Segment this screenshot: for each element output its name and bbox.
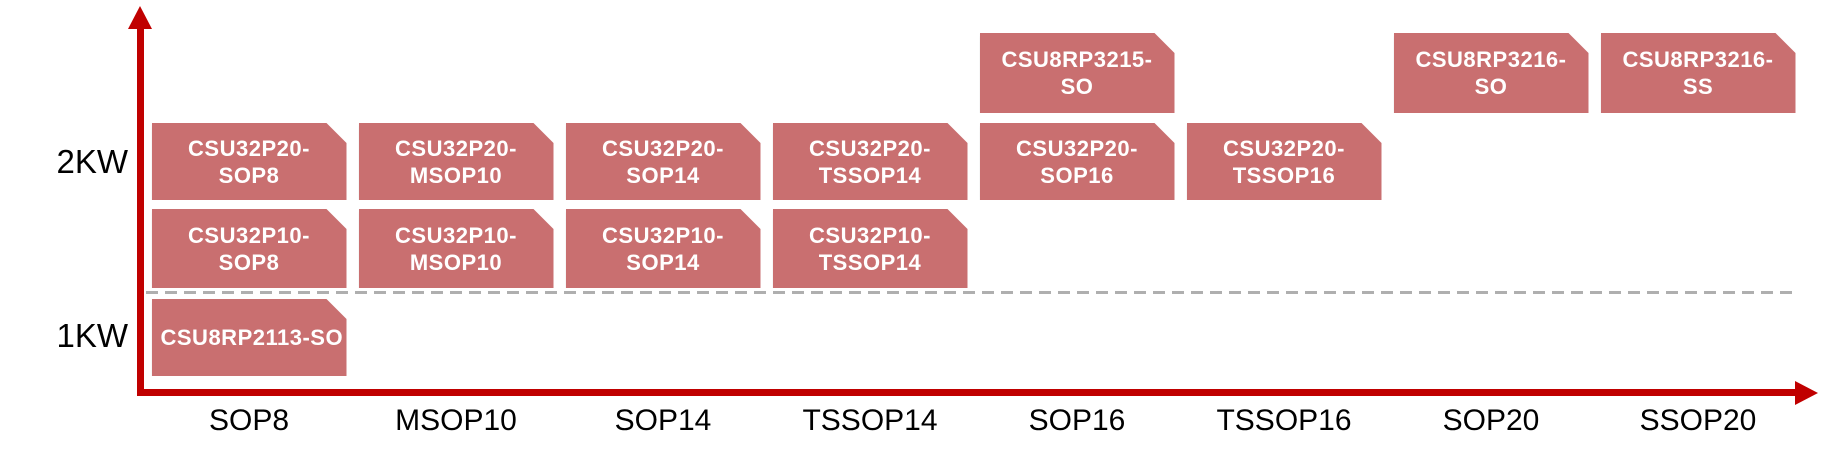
part-label-line: CSU8RP3215- <box>1001 47 1153 72</box>
part-label-line: CSU32P10- <box>395 222 517 248</box>
part-box-csu8rp3216-so: CSU8RP3216-SO <box>1394 33 1589 113</box>
part-box-csu8rp3215-so: CSU8RP3215-SO <box>980 33 1175 113</box>
part-label-line: SS <box>1682 74 1714 99</box>
part-box-csu32p10-sop14: CSU32P10-SOP14 <box>566 209 761 288</box>
x-tick-tssop16: TSSOP16 <box>1216 404 1352 437</box>
y-axis-arrowhead-icon <box>128 6 152 29</box>
part-label-line: CSU32P10- <box>188 222 310 248</box>
part-box-csu32p10-msop10: CSU32P10-MSOP10 <box>359 209 554 288</box>
part-label-line: CSU8RP3216- <box>1622 47 1774 72</box>
x-tick-tssop14: TSSOP14 <box>802 404 938 437</box>
part-box-csu32p10-tssop14: CSU32P10-TSSOP14 <box>773 209 968 288</box>
part-label-line: MSOP10 <box>409 162 503 188</box>
part-box-csu32p20-sop16: CSU32P20-SOP16 <box>980 123 1175 200</box>
part-label-line: CSU32P10- <box>602 222 724 248</box>
x-tick-sop14: SOP14 <box>614 404 712 437</box>
part-label-line: SOP14 <box>626 249 700 275</box>
part-label-line: SOP16 <box>1040 162 1114 188</box>
x-tick-ssop20: SSOP20 <box>1639 404 1757 437</box>
y-axis <box>137 22 144 393</box>
part-label-line: CSU32P20- <box>809 135 931 161</box>
part-label-line: SOP8 <box>218 249 280 275</box>
power-band-dashed-divider <box>146 291 1793 294</box>
part-box-csu32p20-sop14: CSU32P20-SOP14 <box>566 123 761 200</box>
part-label-line: CSU8RP3216- <box>1415 47 1567 72</box>
x-tick-sop20: SOP20 <box>1442 404 1540 437</box>
part-label-line: CSU32P20- <box>188 135 310 161</box>
x-axis-arrowhead-icon <box>1795 381 1818 405</box>
part-box-csu32p10-sop8: CSU32P10-SOP8 <box>152 209 347 288</box>
part-box-csu32p20-tssop16: CSU32P20-TSSOP16 <box>1187 123 1382 200</box>
x-tick-sop8: SOP8 <box>208 404 290 437</box>
y-tick-1kw: 1KW <box>56 317 128 354</box>
part-box-csu32p20-sop8: CSU32P20-SOP8 <box>152 123 347 200</box>
part-label-line: SO <box>1060 74 1094 99</box>
x-tick-msop10: MSOP10 <box>395 404 517 437</box>
part-label-line: TSSOP14 <box>818 249 922 275</box>
part-box-csu8rp2113-so: CSU8RP2113-SO <box>152 299 347 376</box>
y-tick-2kw: 2KW <box>56 143 128 180</box>
part-label-line: TSSOP14 <box>818 162 922 188</box>
x-axis <box>137 389 1797 396</box>
part-label-line: CSU32P20- <box>1016 135 1138 161</box>
part-label-line: TSSOP16 <box>1232 162 1336 188</box>
part-label-line: CSU32P10- <box>809 222 931 248</box>
x-tick-sop16: SOP16 <box>1028 404 1126 437</box>
part-box-csu32p20-msop10: CSU32P20-MSOP10 <box>359 123 554 200</box>
part-box-csu32p20-tssop14: CSU32P20-TSSOP14 <box>773 123 968 200</box>
part-label-line: CSU32P20- <box>395 135 517 161</box>
part-label-line: SOP8 <box>218 162 280 188</box>
part-box-csu8rp3216-ss: CSU8RP3216-SS <box>1601 33 1796 113</box>
part-label-line: SOP14 <box>626 162 700 188</box>
part-label-line: CSU32P20- <box>1223 135 1345 161</box>
part-label-line: MSOP10 <box>409 249 503 275</box>
part-label-line: CSU8RP2113-SO <box>160 325 344 350</box>
part-label-line: CSU32P20- <box>602 135 724 161</box>
part-label-line: SO <box>1474 74 1508 99</box>
